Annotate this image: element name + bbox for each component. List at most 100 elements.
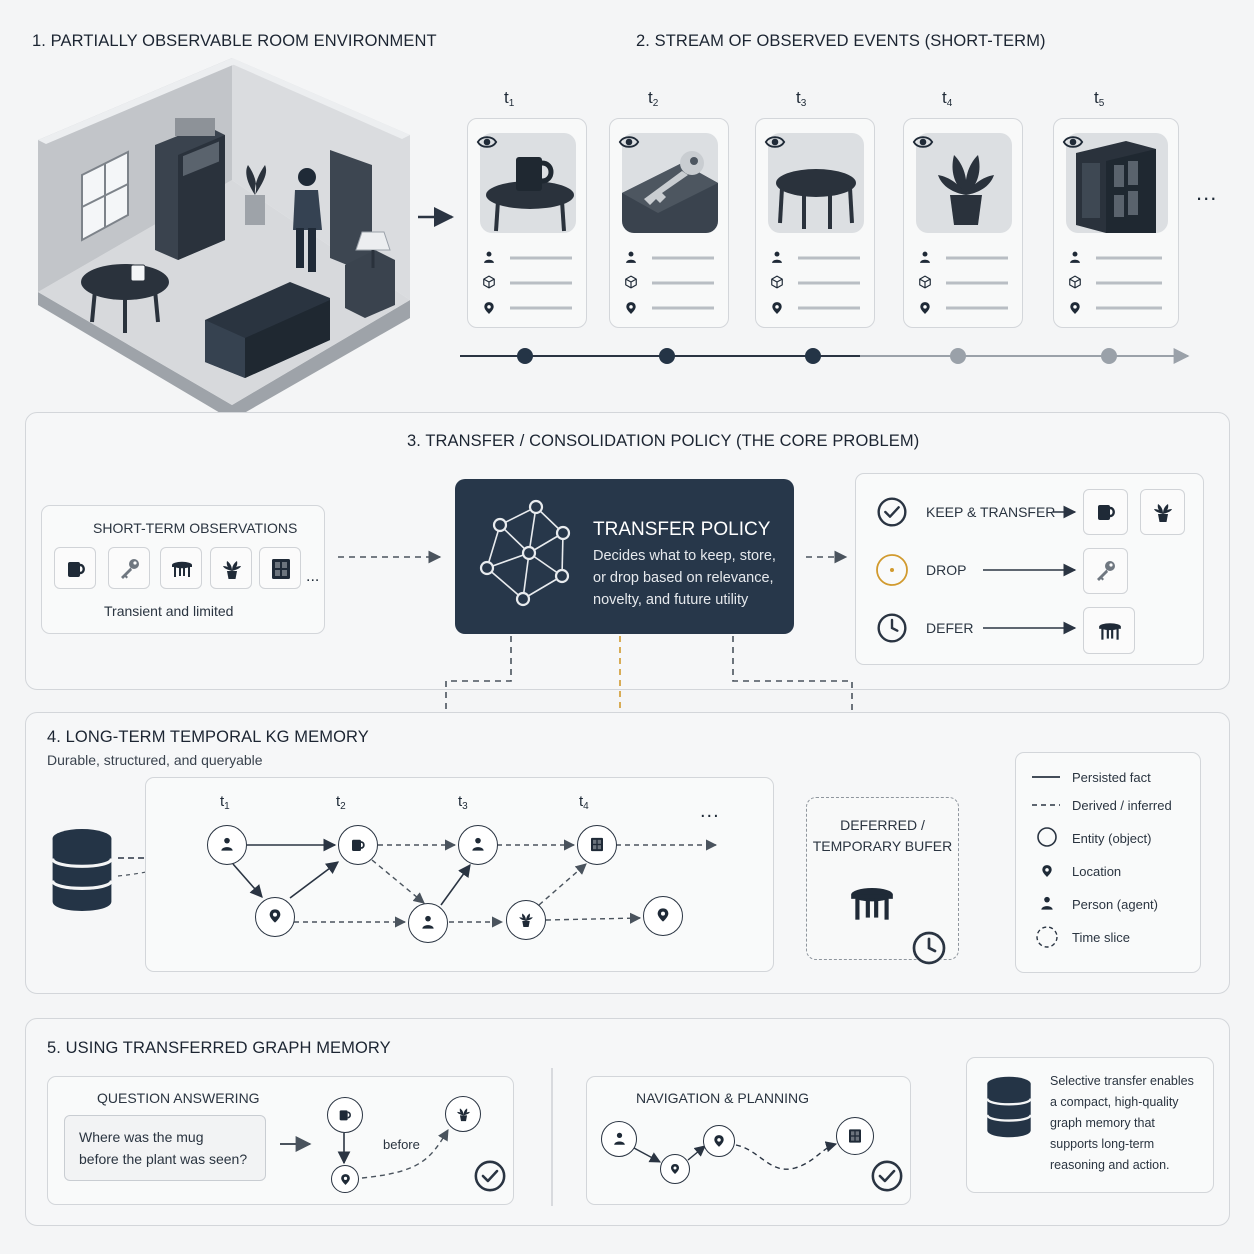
event-card-5[interactable] [1053,118,1179,328]
summary-line-2: a compact, high-quality [1050,1095,1179,1109]
deferred-buffer-line-2: TEMPORARY BUFER [812,838,953,854]
policy-outcomes-card [855,473,1204,665]
kg-more-ellipsis: ... [700,800,720,822]
legend-person: Person (agent) [1072,897,1158,912]
outcome-defer-label: DEFER [926,620,974,636]
legend-persisted-fact: Persisted fact [1072,770,1151,785]
event-time-label-2: t2 [648,88,659,109]
event-card-2[interactable] [609,118,729,328]
short-term-more: ... [306,568,320,585]
question-line-2: before the plant was seen? [79,1151,248,1167]
summary-line-1: Selective transfer enables [1050,1074,1194,1088]
kg-node-person-2[interactable] [458,825,498,865]
nav-node-location-1[interactable] [660,1154,690,1184]
deferred-buffer-line-1: DEFERRED / [840,817,925,833]
short-term-caption: Transient and limited [104,603,234,619]
event-card-1[interactable] [467,118,587,328]
question-answering-title: QUESTION ANSWERING [97,1090,260,1106]
kg-node-bookshelf[interactable] [577,825,617,865]
legend-derived-inferred: Derived / inferred [1072,798,1172,813]
qa-node-mug[interactable] [327,1097,363,1133]
event-image-key [622,133,718,233]
obs-key-box [108,547,150,589]
qa-node-plant[interactable] [445,1096,481,1132]
event-image-plant [916,133,1012,233]
section-5-title: 5. USING TRANSFERRED GRAPH MEMORY [47,1039,391,1057]
event-image-mug [480,133,576,233]
outcome-drop-label: DROP [926,562,967,578]
legend-card [1015,752,1201,973]
obs-table-box [160,547,202,589]
event-time-label-5: t5 [1094,88,1105,109]
event-time-label-1: t1 [504,88,515,109]
stream-more-ellipsis: ... [1196,180,1218,205]
outcome-keep-label: KEEP & TRANSFER [926,504,1056,520]
summary-line-3: graph memory that [1050,1116,1155,1130]
qa-edge-label-before: before [383,1137,420,1152]
nav-node-bookshelf[interactable] [836,1117,874,1155]
section-4-subtitle: Durable, structured, and queryable [47,752,263,768]
database-icon [986,1076,1032,1138]
transfer-policy-line-1: Decides what to keep, store, [593,548,776,564]
kg-time-label-4: t4 [579,793,589,812]
keep-plant-box [1140,489,1185,535]
event-image-table [768,133,864,233]
event-time-label-4: t4 [942,88,953,109]
transfer-policy-box: TRANSFER POLICY Decides what to keep, st… [455,479,794,634]
clock-icon [912,931,946,965]
kg-node-person-3[interactable] [408,903,448,943]
kg-node-location-2[interactable] [643,896,683,936]
kg-node-location-1[interactable] [255,897,295,937]
event-card-3[interactable] [755,118,875,328]
kg-time-label-1: t1 [220,793,230,812]
nav-node-person[interactable] [601,1121,637,1157]
check-circle-icon [871,1160,903,1192]
nav-node-location-2[interactable] [703,1125,735,1157]
location-pin-icon [671,1164,679,1174]
defer-table-box [1083,607,1135,654]
obs-plant-box [210,547,252,589]
location-pin-icon [714,1135,724,1147]
transfer-policy-title: TRANSFER POLICY [593,519,771,540]
kg-node-mug[interactable] [338,825,378,865]
obs-bookshelf-box [259,547,301,589]
section-2-title: 2. STREAM OF OBSERVED EVENTS (SHORT-TERM… [636,32,1046,50]
person-icon [614,1132,625,1145]
legend-time-slice: Time slice [1072,930,1131,945]
summary-line-5: reasoning and action. [1050,1158,1170,1172]
question-box[interactable]: Where was the mug before the plant was s… [64,1115,266,1181]
short-term-observations-title: SHORT-TERM OBSERVATIONS [93,520,298,536]
obs-mug-box [54,547,96,589]
legend-location: Location [1072,864,1122,879]
section-1-title: 1. PARTIALLY OBSERVABLE ROOM ENVIRONMENT [32,32,437,50]
transfer-policy-line-3: novelty, and future utility [593,592,749,608]
transfer-policy-line-2: or drop based on relevance, [593,570,774,586]
navigation-planning-title: NAVIGATION & PLANNING [636,1090,809,1106]
drop-key-box [1083,548,1128,594]
bookshelf-icon [849,1129,861,1143]
qa-node-location[interactable] [331,1165,359,1193]
kg-time-label-2: t2 [336,793,346,812]
question-line-1: Where was the mug [79,1129,204,1145]
section-3-title: 3. TRANSFER / CONSOLIDATION POLICY (THE … [407,432,920,450]
kg-node-person-1[interactable] [207,825,247,865]
dot-circle-icon [876,554,908,586]
legend-entity: Entity (object) [1072,831,1152,846]
event-card-4[interactable] [903,118,1023,328]
network-icon [479,499,571,607]
kg-time-label-3: t3 [458,793,468,812]
kg-node-plant[interactable] [506,900,546,940]
event-time-label-3: t3 [796,88,807,109]
